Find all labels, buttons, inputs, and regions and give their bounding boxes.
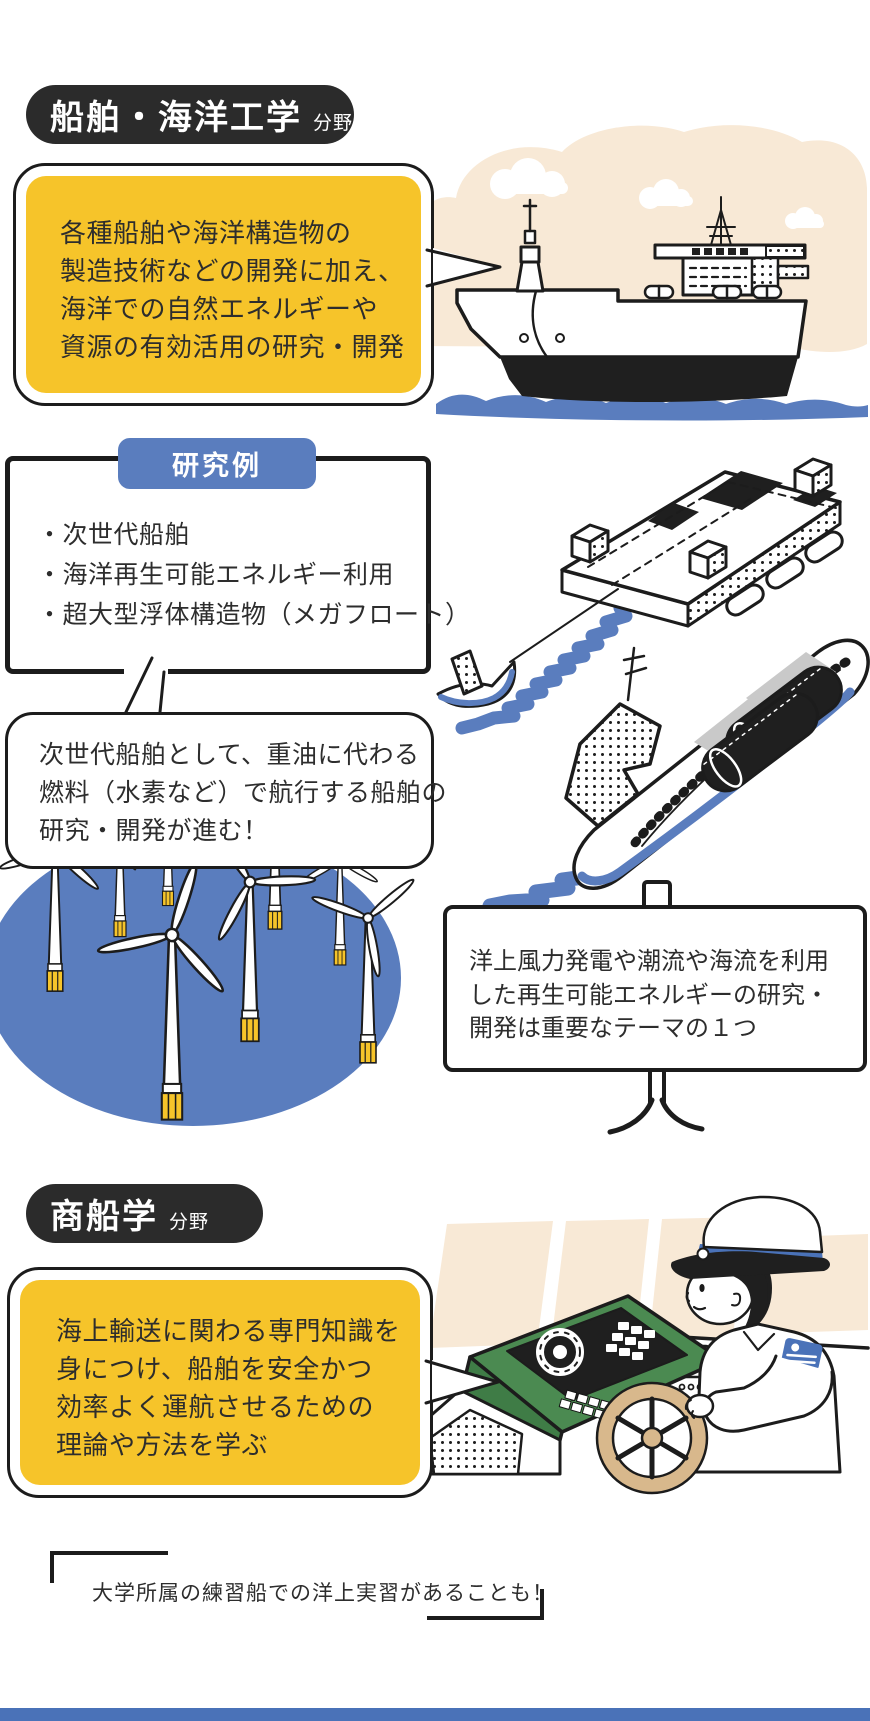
- whiteboard-stand: [607, 880, 705, 1135]
- ship-marine-description: 各種船舶や海洋構造物の 製造技術などの開発に加え、 海洋での自然エネルギーや 資…: [60, 218, 405, 362]
- caption-brackets: [50, 1551, 544, 1620]
- floats: [725, 530, 844, 617]
- ship-wheel: [595, 1381, 709, 1495]
- cargo-ship: [455, 196, 810, 402]
- tugboat: [436, 649, 517, 708]
- footer-bar: [0, 1708, 870, 1721]
- field-title: 船舶・海洋工学: [50, 99, 302, 137]
- next-gen-callout-bubble: 次世代船舶として、重油に代わる 燃料（水素など）で航行する船舶の 研究・開発が進…: [5, 712, 448, 869]
- merchant-description: 海上輸送に関わる専門知識を 身につけ、船舶を安全かつ 効率よく運航させるための …: [56, 1316, 401, 1460]
- bridge-captain-scene: [394, 1195, 870, 1495]
- research-item: ・次世代船舶: [37, 521, 191, 549]
- nose-mouth: [685, 1291, 707, 1311]
- collar: [742, 1330, 776, 1352]
- ear: [731, 1292, 742, 1307]
- megafloat-scene: [436, 457, 844, 735]
- research-item: ・超大型浮体構造物（メガフロート）: [37, 601, 471, 629]
- captain-arm: [684, 1354, 834, 1433]
- eye: [699, 1284, 705, 1292]
- offshore-energy-board: 洋上風力発電や潮流や海流を利用 した再生可能エネルギーの研究・ 開発は重要なテー…: [443, 905, 867, 1072]
- training-ship-note: 大学所属の練習船での洋上実習があることも！: [92, 1582, 554, 1605]
- sea-wave: [436, 394, 868, 421]
- deck-containers: [570, 457, 833, 580]
- console-buttons: [606, 1322, 655, 1360]
- next-gen-callout-text: 次世代船舶として、重油に代わる 燃料（水素など）で航行する船舶の 研究・開発が進…: [39, 741, 448, 845]
- field-badge-merchant: 商船学 分野: [26, 1184, 263, 1243]
- hydrogen-ship-scene: [482, 638, 870, 914]
- sea-oval: [0, 830, 401, 1126]
- research-item: ・海洋再生可能エネルギー利用: [37, 561, 395, 589]
- offshore-energy-text: 洋上風力発電や潮流や海流を利用 した再生可能エネルギーの研究・ 開発は重要なテー…: [469, 948, 829, 1042]
- wind-farm-scene: [0, 739, 449, 1126]
- research-examples-box: ・次世代船舶 ・海洋再生可能エネルギー利用 ・超大型浮体構造物（メガフロート）: [5, 456, 471, 674]
- hat-button: [696, 1247, 710, 1261]
- research-examples-badge: 研究例: [118, 438, 316, 489]
- cargo-ship-scene: [413, 125, 868, 421]
- tow-line: [509, 588, 619, 663]
- field-suffix: 分野: [313, 112, 354, 134]
- megafloat-platform: [560, 457, 844, 628]
- ship-marine-description-bubble: 各種船舶や海洋構造物の 製造技術などの開発に加え、 海洋での自然エネルギーや 資…: [13, 163, 434, 406]
- wake: [455, 578, 661, 735]
- hat-crown: [702, 1195, 824, 1254]
- hat-brim: [670, 1251, 830, 1279]
- field-title: 商船学: [50, 1198, 158, 1236]
- captain: [670, 1195, 842, 1474]
- yellow-panel: [26, 176, 421, 393]
- yellow-panel: [20, 1280, 420, 1485]
- merchant-description-bubble: 海上輸送に関わる専門知識を 身につけ、船舶を安全かつ 効率よく運航させるための …: [7, 1267, 433, 1498]
- clouds: [490, 158, 824, 229]
- field-suffix: 分野: [169, 1211, 210, 1233]
- research-examples-list: ・次世代船舶 ・海洋再生可能エネルギー利用 ・超大型浮体構造物（メガフロート）: [10, 461, 471, 635]
- field-badge-ship-marine: 船舶・海洋工学 分野: [26, 85, 354, 144]
